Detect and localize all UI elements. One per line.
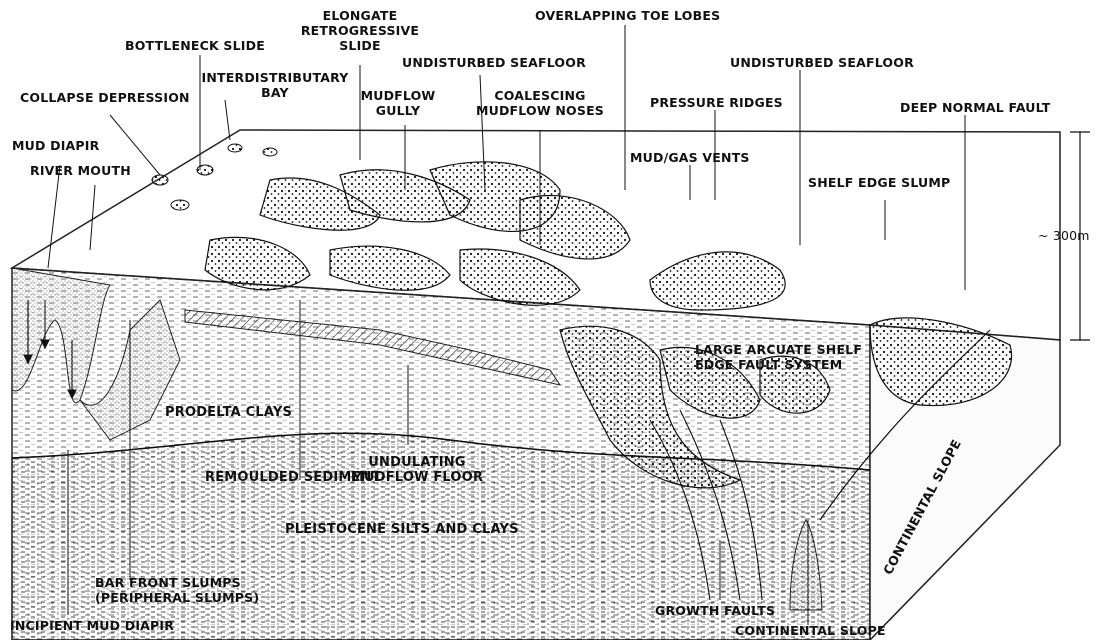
label-pleistocene-silts-and-clays: PLEISTOCENE SILTS AND CLAYS [285,522,519,537]
label-continental-slope-bottom: CONTINENTAL SLOPE [735,623,886,638]
label-mud-gas-vents: MUD/GAS VENTS [630,150,750,165]
label-coalescing-mudflow-noses: COALESCING MUDFLOW NOSES [476,88,604,118]
label-pressure-ridges: PRESSURE RIDGES [650,95,783,110]
label-large-arcuate-fault-system: LARGE ARCUATE SHELF EDGE FAULT SYSTEM [695,342,862,372]
label-growth-faults: GROWTH FAULTS [655,603,775,618]
label-prodelta-clays: PRODELTA CLAYS [165,405,292,420]
label-shelf-edge-slump: SHELF EDGE SLUMP [808,175,950,190]
label-undulating-mudflow-floor: UNDULATING MUDFLOW FLOOR [351,455,483,485]
label-collapse-depression: COLLAPSE DEPRESSION [20,90,190,105]
label-interdistributary-bay: INTERDISTRIBUTARY BAY [202,70,349,100]
label-scale: ~ 300m [1038,228,1090,243]
label-undisturbed-seafloor-2: UNDISTURBED SEAFLOOR [730,55,914,70]
label-undisturbed-seafloor-1: UNDISTURBED SEAFLOOR [402,55,586,70]
label-bottleneck-slide: BOTTLENECK SLIDE [125,38,265,53]
label-bar-front-slumps: BAR FRONT SLUMPS (PERIPHERAL SLUMPS) [95,575,259,605]
label-mud-diapir: MUD DIAPIR [12,138,99,153]
label-river-mouth: RIVER MOUTH [30,163,131,178]
label-mudflow-gully: MUDFLOW GULLY [361,88,436,118]
label-incipient-mud-diapir: INCIPIENT MUD DIAPIR [10,618,174,633]
label-elongate-retrogressive-slide: ELONGATE RETROGRESSIVE SLIDE [301,8,419,53]
label-overlapping-toe-lobes: OVERLAPPING TOE LOBES [535,8,720,23]
label-deep-normal-fault: DEEP NORMAL FAULT [900,100,1050,115]
